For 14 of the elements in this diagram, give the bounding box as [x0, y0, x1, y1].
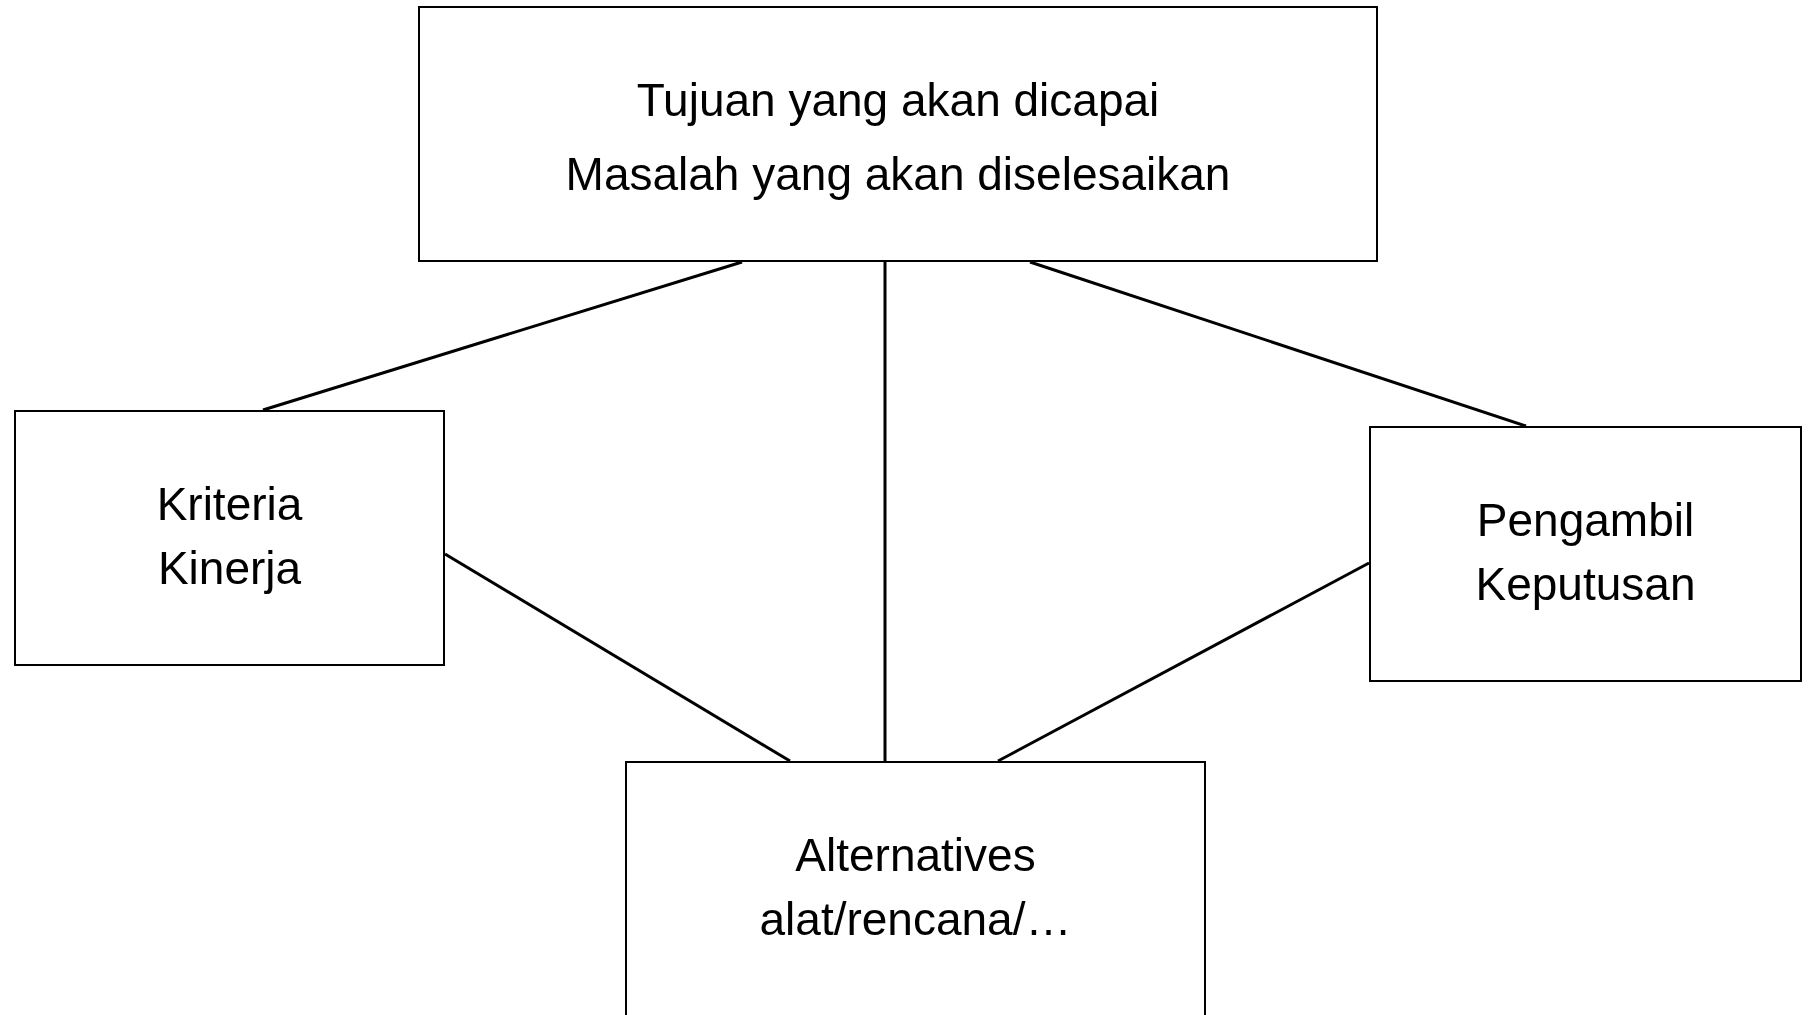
box-text: Kriteria Kinerja: [155, 477, 304, 597]
box-text: Pengambil Keputusan: [1474, 493, 1697, 613]
connector-line: [883, 262, 887, 761]
box-text: Tujuan yang akan dicapai: [636, 73, 1160, 128]
box-text: Alternatives alat/rencana/…: [758, 828, 1073, 948]
connector-line: [444, 552, 791, 763]
box-text: Masalah yang akan diselesaikan: [565, 147, 1231, 203]
text-box: [418, 6, 1378, 262]
text-box: [1369, 426, 1802, 682]
connector-line: [1029, 260, 1527, 428]
text-box: [625, 761, 1206, 1015]
connector-line: [997, 561, 1370, 763]
text-box: [14, 410, 445, 666]
connector-line: [262, 260, 743, 412]
